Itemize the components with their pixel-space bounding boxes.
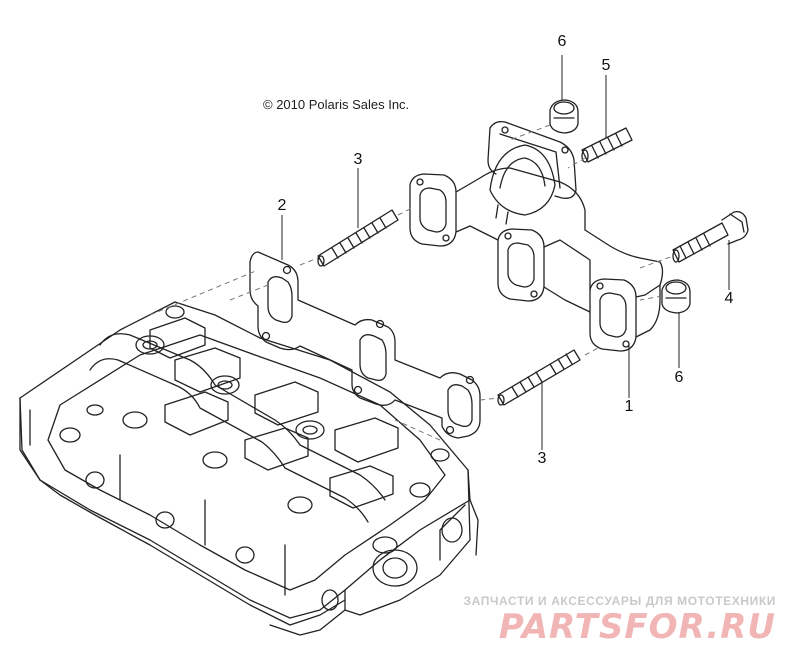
callout-5: 5 [601,57,611,74]
manifold-gasket [249,251,481,439]
stud-5 [581,127,633,163]
cylinder-head [19,301,479,636]
watermark-tagline: ЗАПЧАСТИ И АКСЕССУАРЫ ДЛЯ МОТОТЕХНИКИ [463,594,776,608]
assembly-lines [149,124,674,441]
callout-6-top: 6 [557,33,567,50]
exhaust-manifold [409,120,664,352]
callout-3-top: 3 [353,151,363,168]
watermark-logo: PARTSFOR.RU [498,607,776,647]
flange-nut-bottom [661,279,691,314]
callout-2: 2 [277,197,287,214]
callout-3-bottom: 3 [537,450,547,467]
flange-bolt [672,210,749,263]
copyright-notice: © 2010 Polaris Sales Inc. [263,97,410,112]
callout-1: 1 [624,398,634,415]
flange-nut-top [549,99,579,134]
watermark: ЗАПЧАСТИ И АКСЕССУАРЫ ДЛЯ МОТОТЕХНИКИ PA… [464,594,776,646]
callout-4: 4 [724,290,734,307]
callout-6-bottom: 6 [674,369,684,386]
stud-upper [317,209,399,267]
leader-lines [281,55,730,450]
stud-lower [497,349,581,406]
